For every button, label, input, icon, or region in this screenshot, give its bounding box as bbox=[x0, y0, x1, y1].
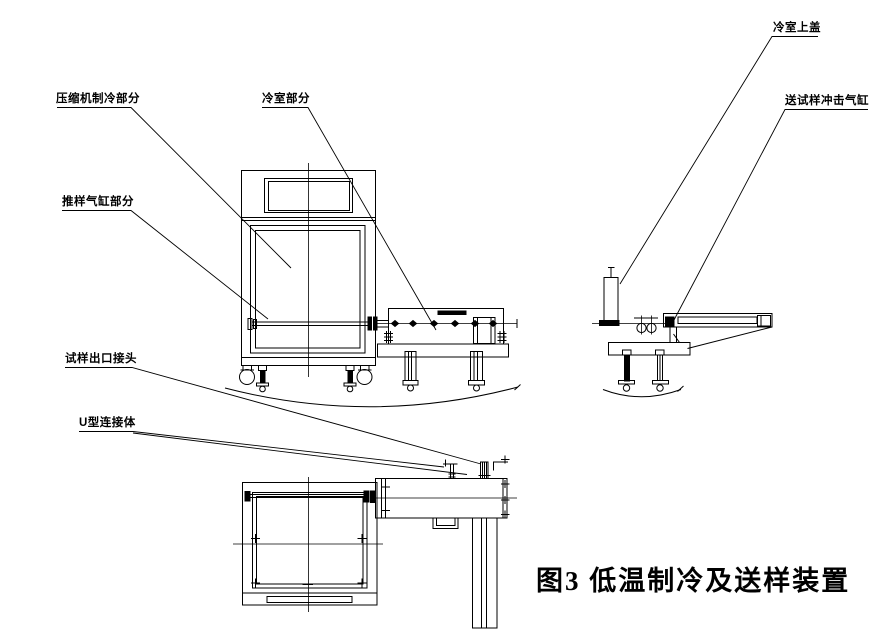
label-u-shaped-connector: U型连接体 bbox=[79, 417, 136, 429]
leader-impact-cylinder bbox=[673, 109, 868, 321]
front-view-arc-tick bbox=[514, 384, 521, 391]
label-cold-chamber-section: 冷室部分 bbox=[262, 93, 310, 105]
front-view-casters bbox=[239, 365, 373, 393]
plan-view bbox=[233, 477, 517, 629]
label-compressor-refrigeration-section: 压缩机制冷部分 bbox=[56, 93, 140, 105]
leader-cold-chamber bbox=[262, 107, 437, 331]
leader-lines bbox=[57, 36, 868, 475]
leader-push-sample-cylinder bbox=[62, 210, 269, 320]
front-view-ground-arc bbox=[224, 386, 519, 408]
front-view-cold-chamber bbox=[377, 308, 518, 392]
front-view-cabinet bbox=[241, 163, 389, 377]
label-cold-chamber-top-cover: 冷室上盖 bbox=[773, 22, 821, 34]
label-push-sample-cylinder-section: 推样气缸部分 bbox=[62, 196, 134, 208]
leader-cold-chamber-cover bbox=[619, 36, 818, 285]
leader-u-connector-2 bbox=[132, 432, 468, 475]
leader-u-connector-1 bbox=[79, 431, 445, 468]
label-sample-outlet-connector: 试样出口接头 bbox=[65, 353, 137, 365]
figure-caption: 图3 低温制冷及送样装置 bbox=[536, 566, 851, 596]
leader-compressor-refrigeration bbox=[57, 107, 292, 269]
side-view bbox=[592, 267, 773, 398]
plan-view-fittings bbox=[443, 455, 510, 479]
label-sample-feed-impact-cylinder: 送试样冲击气缸 bbox=[785, 95, 869, 107]
leader-sample-outlet bbox=[65, 367, 482, 465]
